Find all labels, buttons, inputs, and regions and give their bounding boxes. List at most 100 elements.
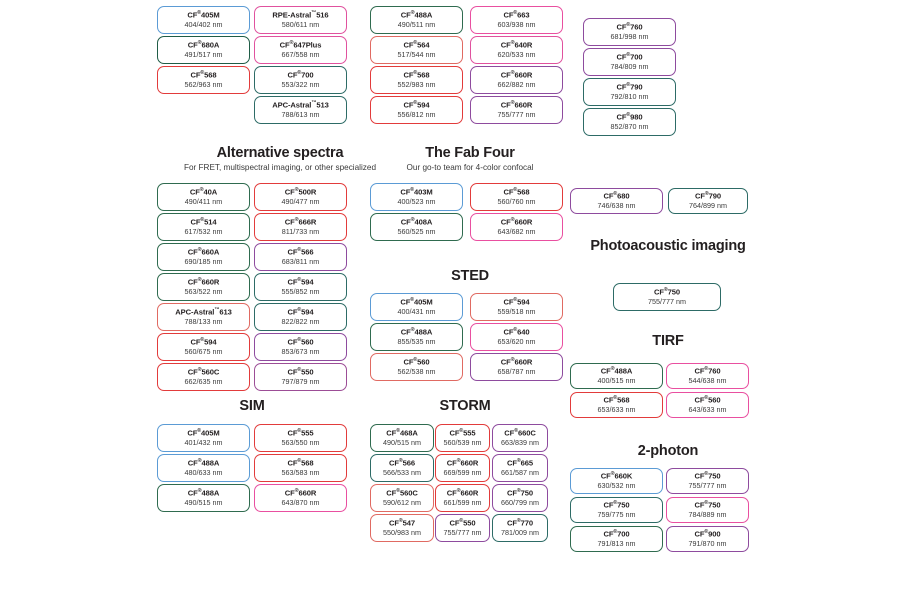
dye-wavelength: 643/682 nm xyxy=(497,227,536,237)
trademark-symbol: ® xyxy=(516,488,521,494)
dye-name: CF®660R xyxy=(500,217,533,227)
dye-name: CF®555 xyxy=(287,428,314,438)
trademark-symbol: ® xyxy=(513,187,518,193)
dye-wavelength: 563/550 nm xyxy=(281,438,320,448)
dye-name: CF®680 xyxy=(603,191,630,201)
trademark-symbol: ® xyxy=(410,217,415,223)
dye-name: CF®405M xyxy=(400,297,433,307)
trademark-symbol: ® xyxy=(197,40,202,46)
dye-name: CF®40A xyxy=(189,187,218,197)
trademark-symbol: ® xyxy=(626,52,631,58)
section-title-two-photon: 2-photon xyxy=(637,443,699,459)
dye-name: CF®660R xyxy=(187,277,220,287)
dye-wavelength: 667/558 nm xyxy=(281,50,320,60)
dye-wavelength: 559/518 nm xyxy=(497,307,536,317)
trademark-symbol: ® xyxy=(197,488,202,494)
dye-name: CF®560C xyxy=(187,367,220,377)
dye-wavelength: 788/613 nm xyxy=(281,110,320,120)
dye-name: CF®770 xyxy=(506,518,534,528)
trademark-symbol: ® xyxy=(297,428,302,434)
trademark-symbol: ® xyxy=(297,70,302,76)
dye-name: CF®660R xyxy=(446,488,479,498)
dye-name: CF®700 xyxy=(287,70,314,80)
dye-wavelength: 630/532 nm xyxy=(597,481,636,491)
dye-wavelength: 853/673 nm xyxy=(281,347,320,357)
